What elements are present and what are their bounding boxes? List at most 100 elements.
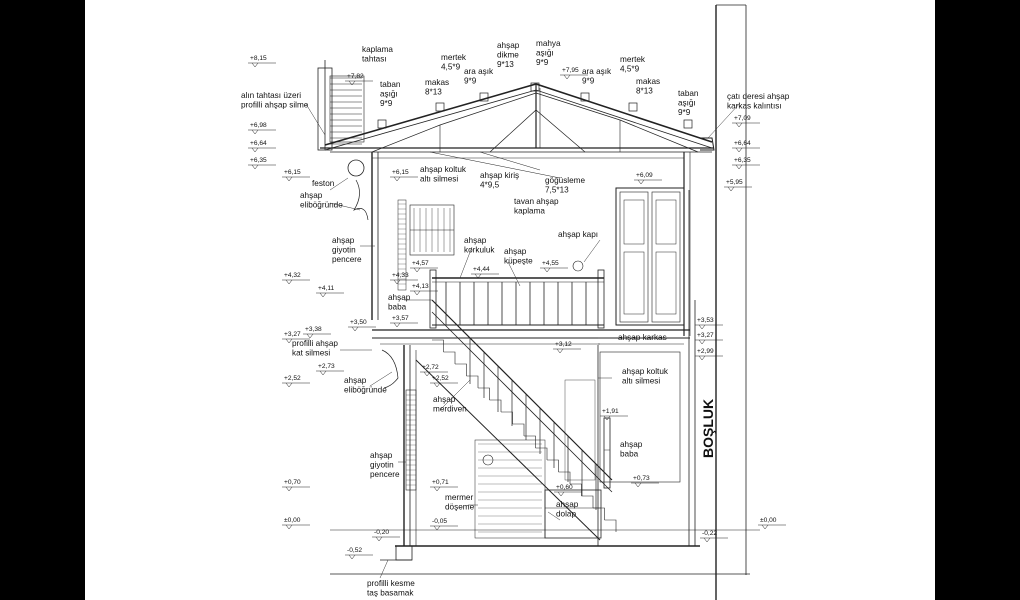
level-value: +4,33 <box>392 272 409 279</box>
level-marker: +6,98 <box>248 122 276 135</box>
level-marker: +4,32 <box>282 272 310 285</box>
level-marker: -0,22 <box>700 530 728 543</box>
level-marker: +2,99 <box>695 348 723 361</box>
level-marker: +4,33 <box>390 272 418 285</box>
level-value: -0,22 <box>702 530 717 537</box>
level-marker: +6,64 <box>248 140 276 153</box>
level-marker: +2,52 <box>282 375 310 388</box>
level-marker: +5,95 <box>724 179 752 192</box>
level-value: +6,15 <box>284 169 301 176</box>
level-marker: +6,35 <box>248 157 276 170</box>
level-value: +6,35 <box>734 157 751 164</box>
level-markers: +8,15 +7,82 +7,95 +7,09 +6,98 +6,64 +6,64 +6,35… <box>248 55 786 560</box>
level-marker: +3,50 <box>348 319 376 332</box>
level-marker: +3,38 <box>303 326 331 339</box>
level-marker: +3,12 <box>553 341 581 354</box>
level-marker: +0,70 <box>282 479 310 492</box>
level-marker: +3,27 <box>695 332 723 345</box>
level-value: +4,57 <box>412 260 429 267</box>
level-marker: +8,15 <box>248 55 276 68</box>
level-marker: +3,27 <box>282 331 310 344</box>
level-marker: +4,57 <box>410 260 438 273</box>
level-value: +6,98 <box>250 122 267 129</box>
level-value: +4,32 <box>284 272 301 279</box>
level-value: +6,35 <box>250 157 267 164</box>
level-value: -0,05 <box>432 518 447 525</box>
level-value: +4,13 <box>412 283 429 290</box>
level-value: +6,15 <box>392 169 409 176</box>
level-value: +3,27 <box>697 332 714 339</box>
level-marker: +4,11 <box>316 285 344 298</box>
level-value: +2,72 <box>422 364 439 371</box>
level-value: +1,91 <box>602 408 619 415</box>
level-value: +7,95 <box>562 67 579 74</box>
level-value: +4,55 <box>542 260 559 267</box>
level-marker: +3,57 <box>390 315 418 328</box>
level-marker: +3,53 <box>695 317 723 330</box>
level-value: -0,20 <box>374 529 389 536</box>
level-value: ±0,00 <box>284 517 301 524</box>
level-value: +3,57 <box>392 315 409 322</box>
level-value: +7,09 <box>734 115 751 122</box>
level-marker: +2,73 <box>316 363 344 376</box>
level-value: +6,09 <box>636 172 653 179</box>
label-karkas: ahşap karkas <box>618 333 667 342</box>
level-value: +2,73 <box>318 363 335 370</box>
level-marker: +1,91 <box>600 408 628 421</box>
level-marker: +0,71 <box>430 479 458 492</box>
level-marker: +0,73 <box>631 475 659 488</box>
level-value: +0,71 <box>432 479 449 486</box>
level-value: +0,73 <box>633 475 650 482</box>
level-marker: +4,44 <box>471 266 499 279</box>
level-value: +6,64 <box>250 140 267 147</box>
level-value: ±0,00 <box>760 517 777 524</box>
label-kapi: ahşap kapı <box>558 230 598 239</box>
boşluk-label: BOŞLUK <box>700 399 716 458</box>
level-marker: +6,15 <box>282 169 310 182</box>
level-value: +2,52 <box>432 375 449 382</box>
level-value: +3,27 <box>284 331 301 338</box>
level-marker: -0,20 <box>372 529 400 542</box>
level-value: +2,99 <box>697 348 714 355</box>
level-marker: ±0,00 <box>758 517 786 530</box>
level-value: +6,64 <box>734 140 751 147</box>
level-value: +5,95 <box>726 179 743 186</box>
level-marker: +7,95 <box>560 67 588 80</box>
level-marker: +7,82 <box>345 73 373 86</box>
level-value: +4,11 <box>318 285 335 292</box>
level-value: -0,52 <box>347 547 362 554</box>
level-value: +2,52 <box>284 375 301 382</box>
level-value: +3,53 <box>697 317 714 324</box>
level-marker: +6,15 <box>390 169 418 182</box>
level-value: +0,70 <box>284 479 301 486</box>
level-value: +3,50 <box>350 319 367 326</box>
level-marker: ±0,00 <box>282 517 310 530</box>
level-marker: +2,52 <box>430 375 458 388</box>
